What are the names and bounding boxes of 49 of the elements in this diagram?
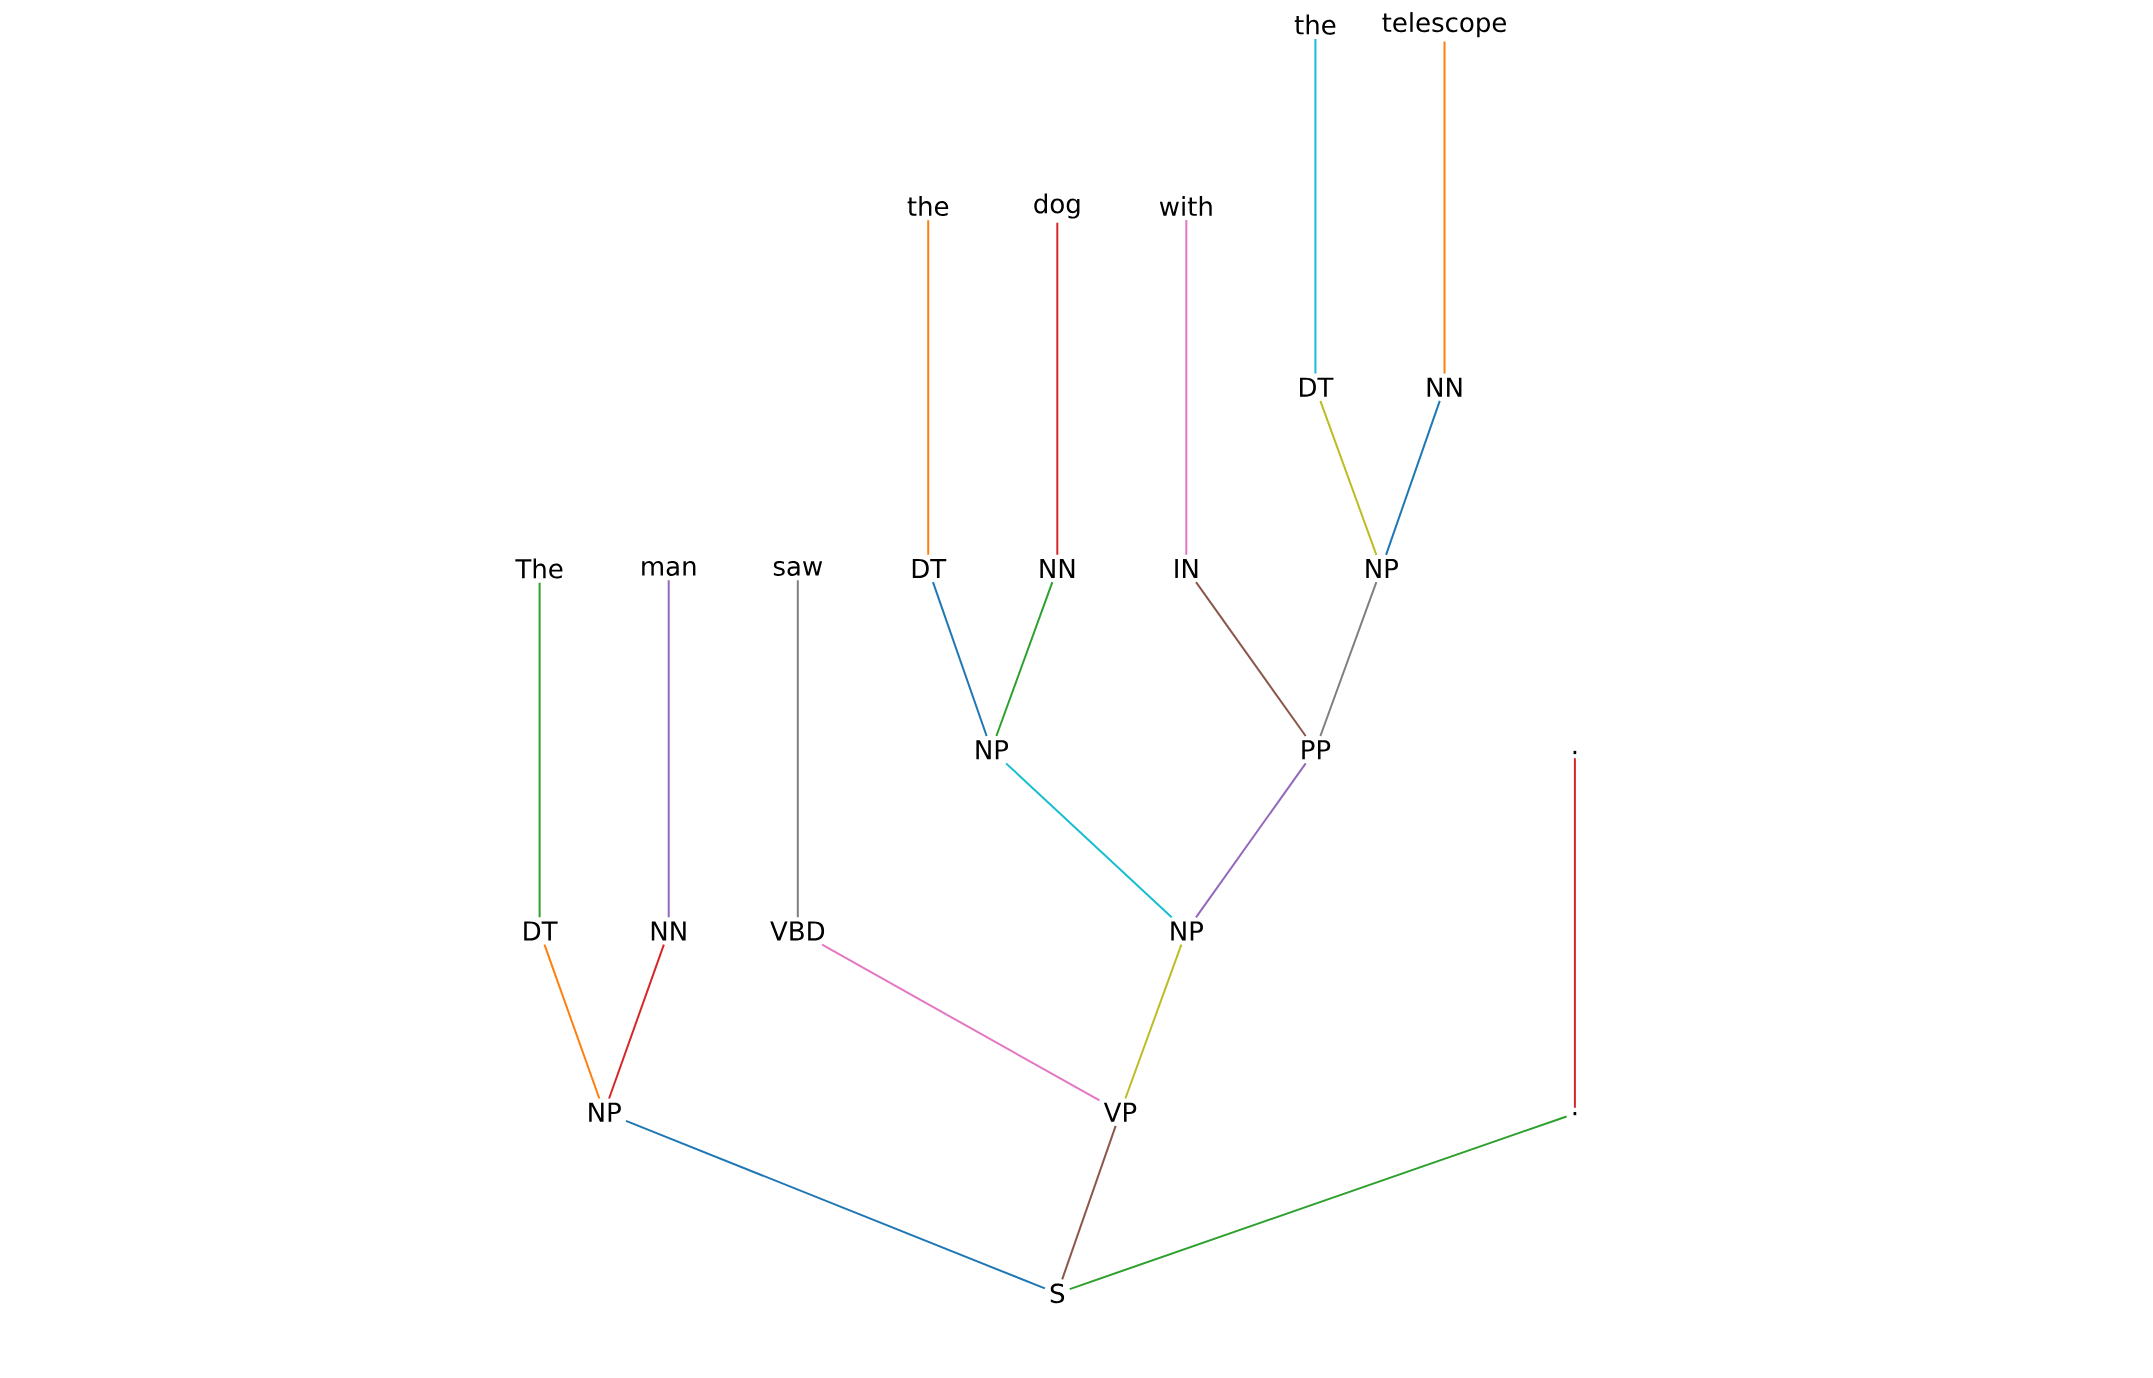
tree-label: . bbox=[1573, 750, 1577, 755]
tree-label: PP bbox=[1302, 740, 1331, 760]
tree-label: dog bbox=[1034, 193, 1080, 219]
tree-label: VP bbox=[1103, 1102, 1137, 1122]
tree-branch bbox=[1124, 943, 1183, 1100]
tree-branch bbox=[543, 943, 601, 1100]
tree-branch bbox=[1195, 581, 1307, 737]
tree-label: NP bbox=[1171, 921, 1203, 941]
tree-label: NN bbox=[651, 921, 686, 941]
tree-branch bbox=[1185, 219, 1188, 556]
tree-label: IN bbox=[1175, 559, 1198, 578]
tree-label: NN bbox=[1427, 377, 1462, 397]
tree-label: NP bbox=[976, 740, 1009, 760]
tree-label: telescope bbox=[1382, 12, 1506, 38]
tree-branch bbox=[1319, 399, 1378, 556]
tree-label: the bbox=[1294, 14, 1336, 35]
tree-label: NP bbox=[1366, 559, 1398, 578]
tree-branch bbox=[1061, 1124, 1117, 1281]
tree-label: the bbox=[907, 195, 949, 217]
tree-label: with bbox=[1159, 196, 1212, 216]
tree-branch bbox=[1056, 221, 1059, 556]
tree-label: man bbox=[642, 561, 696, 576]
tree-branch bbox=[667, 579, 670, 919]
tree-branch bbox=[1385, 399, 1441, 556]
tree-label: NN bbox=[1040, 559, 1075, 578]
tree-label: The bbox=[515, 558, 563, 579]
tree-label: DT bbox=[524, 921, 558, 941]
tree-branch bbox=[931, 581, 988, 737]
tree-branch bbox=[1443, 40, 1446, 375]
tree-branch bbox=[1195, 762, 1307, 919]
tree-branch bbox=[608, 943, 665, 1100]
tree-label: saw bbox=[773, 561, 823, 576]
tree-label: . bbox=[1573, 1111, 1577, 1116]
tree-branch bbox=[1068, 1115, 1568, 1291]
tree-branch bbox=[927, 219, 930, 556]
tree-branch bbox=[1573, 757, 1576, 1109]
tree-branch bbox=[538, 581, 541, 919]
tree-branch bbox=[821, 943, 1101, 1102]
tree-branch bbox=[624, 1119, 1046, 1290]
tree-label: DT bbox=[1300, 377, 1334, 397]
tree-branch bbox=[995, 581, 1054, 737]
tree-branch bbox=[1314, 37, 1317, 375]
tree-label: NP bbox=[589, 1102, 621, 1122]
tree-branch bbox=[1005, 762, 1173, 919]
tree-branch bbox=[1319, 581, 1378, 737]
tree-label: VBD bbox=[770, 921, 825, 941]
tree-label: S bbox=[1050, 1283, 1065, 1304]
tree-branch bbox=[796, 579, 799, 919]
tree-label: DT bbox=[912, 559, 947, 578]
